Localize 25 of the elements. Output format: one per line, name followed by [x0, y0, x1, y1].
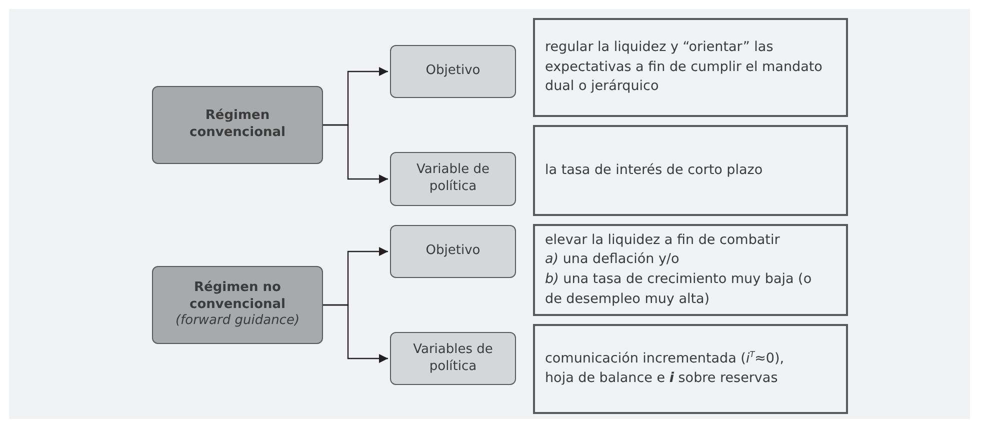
node-text: Régimen no convencional — [188, 280, 286, 314]
regime-box — [152, 86, 323, 164]
regime-box — [152, 266, 323, 344]
description-box — [533, 224, 848, 316]
node-text: regular la liquidez y “orientar” las expectativas a fin de cumplir el mandato dual o jerárquico — [545, 38, 824, 96]
category-box — [390, 225, 516, 278]
connector-arrow — [323, 304, 388, 363]
node-text: la tasa de interés de corto plazo — [545, 160, 763, 180]
node-text: comunicación incrementada (i$^{T}$≈0), hoja de balance e i sobre reservas — [545, 349, 786, 388]
node-text: Régimen convencional — [188, 108, 286, 142]
node-text: b) una tasa de crecimiento muy baja (o de desempleo muy alta) — [545, 270, 813, 309]
node-text: elevar la liquidez a fin de combatir — [545, 230, 780, 250]
category-box — [390, 152, 516, 206]
connector-arrow — [323, 124, 388, 184]
category-box — [390, 45, 516, 98]
node-text: (forward guidance) — [175, 313, 300, 330]
description-box — [533, 324, 848, 414]
description-box — [533, 18, 848, 117]
category-box — [390, 332, 516, 385]
node-text: Objetivo — [426, 63, 480, 80]
node-text: Variable de política — [415, 162, 491, 196]
node-text: Objetivo — [426, 243, 480, 260]
description-box — [533, 125, 848, 216]
node-text: Variables de política — [412, 342, 494, 376]
node-text: a) una deflación y/o — [545, 250, 680, 270]
